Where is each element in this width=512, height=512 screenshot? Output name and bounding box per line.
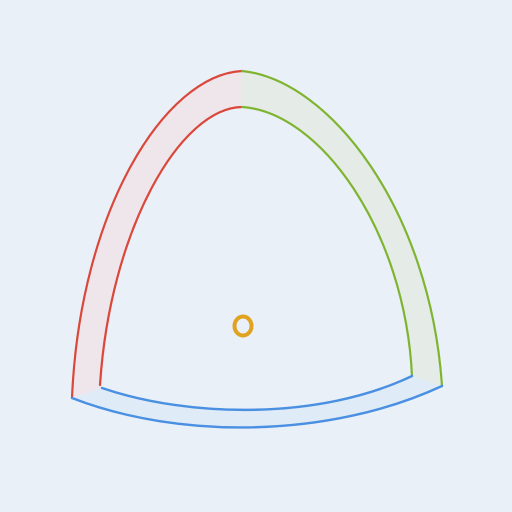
- left-arc-band: [72, 71, 242, 398]
- center-ring: [232, 314, 254, 338]
- right-arc-outer-edge: [240, 69, 444, 388]
- right-arc-band: [242, 71, 442, 386]
- left-arc-outer-edge: [70, 69, 244, 400]
- right-arc-inner-edge: [240, 105, 414, 378]
- ring-icon: [232, 314, 254, 338]
- bottom-arc-band: [72, 376, 442, 428]
- left-arc-inner-edge: [98, 105, 244, 387]
- bottom-arc-inner-edge: [100, 374, 414, 412]
- bottom-arc-outer-edge: [70, 384, 444, 429]
